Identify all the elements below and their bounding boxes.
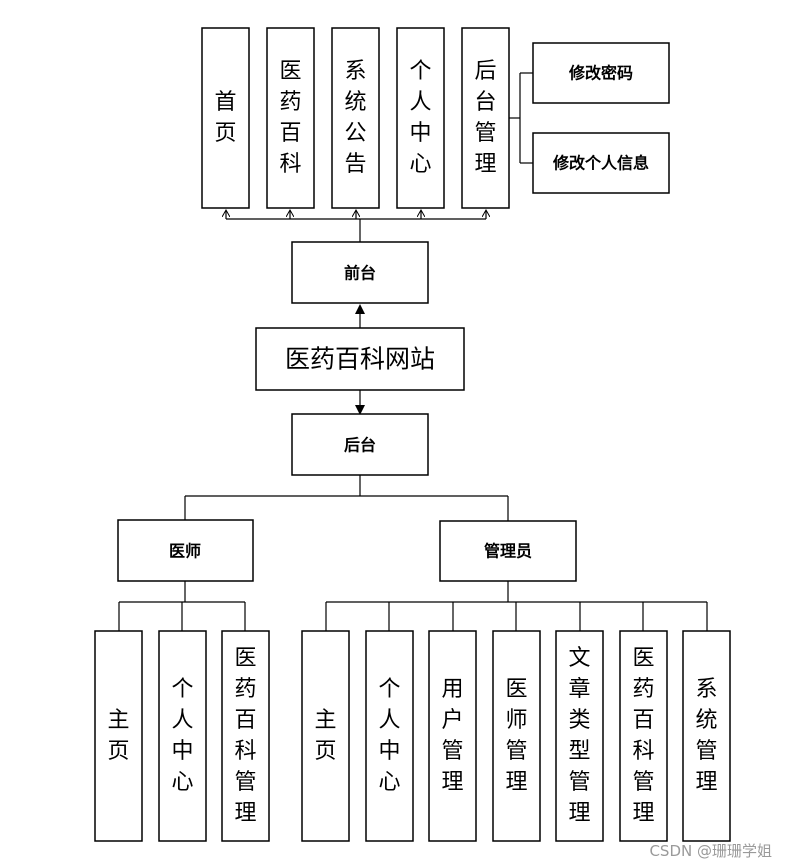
node-doctor-label: 医师 [169, 542, 201, 561]
node-root-label: 医药百科网站 [285, 345, 435, 374]
frontend-item-0: 首页 [201, 27, 250, 209]
admin-item-6: 系统管理 [682, 630, 731, 842]
frontend-item-label-2: 系统公告 [344, 59, 366, 177]
doctor-items: 主页 个人中心 医药百科管理 [94, 630, 270, 842]
doctor-item-0: 主页 [94, 630, 143, 842]
frontend-item-label-3: 个人中心 [409, 59, 431, 177]
admin-item-label-4: 文章类型管理 [568, 646, 590, 826]
node-admin-label: 管理员 [484, 542, 532, 561]
admin-item-label-3: 医师管理 [505, 677, 527, 795]
frontend-item-label-0: 首页 [214, 90, 236, 146]
node-edit-profile-label: 修改个人信息 [552, 154, 649, 173]
admin-item-label-0: 主页 [314, 708, 336, 764]
watermark: CSDN @珊珊学姐 [649, 842, 772, 860]
doctor-item-label-2: 医药百科管理 [234, 646, 256, 826]
admin-items: 主页 个人中心 用户管理 医师管理 文章类型管理 医药百科管理 系统管理 [301, 630, 731, 842]
frontend-item-label-1: 医药百科 [279, 59, 301, 177]
frontend-item-3: 个人中心 [396, 27, 445, 209]
frontend-items: 首页 医药百科 系统公告 个人中心 后台管理 [201, 27, 510, 209]
admin-item-5: 医药百科管理 [619, 630, 668, 842]
connector-lines [118, 72, 708, 631]
admin-item-label-5: 医药百科管理 [632, 646, 654, 826]
admin-item-3: 医师管理 [492, 630, 541, 842]
node-root: 医药百科网站 [255, 327, 465, 391]
node-frontend: 前台 [291, 241, 429, 304]
doctor-item-label-0: 主页 [107, 708, 129, 764]
node-admin: 管理员 [439, 520, 577, 582]
doctor-item-1: 个人中心 [158, 630, 207, 842]
admin-item-label-1: 个人中心 [378, 677, 400, 795]
frontend-item-4: 后台管理 [461, 27, 510, 209]
admin-item-0: 主页 [301, 630, 350, 842]
doctor-item-2: 医药百科管理 [221, 630, 270, 842]
node-change-password-label: 修改密码 [568, 64, 633, 83]
frontend-item-label-4: 后台管理 [474, 59, 496, 177]
frontend-item-2: 系统公告 [331, 27, 380, 209]
admin-item-4: 文章类型管理 [555, 630, 604, 842]
node-backend-label: 后台 [344, 436, 376, 455]
admin-item-2: 用户管理 [428, 630, 477, 842]
doctor-item-label-1: 个人中心 [171, 677, 193, 795]
node-edit-profile: 修改个人信息 [532, 132, 670, 194]
admin-item-1: 个人中心 [365, 630, 414, 842]
frontend-item-1: 医药百科 [266, 27, 315, 209]
admin-item-label-6: 系统管理 [695, 677, 717, 795]
admin-item-label-2: 用户管理 [441, 677, 463, 795]
node-backend: 后台 [291, 413, 429, 476]
node-frontend-label: 前台 [344, 264, 376, 283]
node-change-password: 修改密码 [532, 42, 670, 104]
node-doctor: 医师 [117, 519, 254, 582]
